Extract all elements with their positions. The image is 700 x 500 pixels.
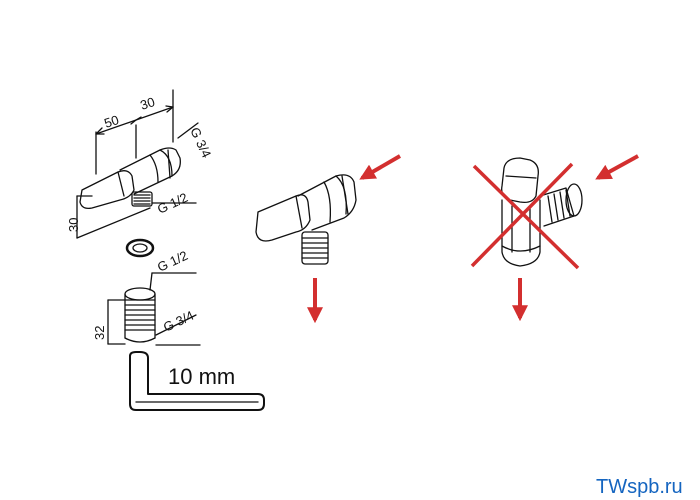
incorrect-installation-drawing <box>501 157 583 267</box>
dim-50: 50 <box>102 112 120 131</box>
dim-32: 32 <box>92 326 107 340</box>
incorrect-flow-arrows <box>512 154 639 322</box>
inlet-arrow <box>359 154 402 180</box>
inlet-arrow-wrong <box>595 154 639 180</box>
correct-installation-drawing <box>255 174 357 265</box>
dim-g12-mid: G 1/2 <box>155 248 190 275</box>
correct-flow-arrows <box>307 154 402 324</box>
dim-30-side: 30 <box>66 218 81 232</box>
wrong-cross-mark <box>470 162 580 270</box>
dim-g12-top: G 1/2 <box>155 190 190 217</box>
dim-g34-top: G 3/4 <box>187 125 214 160</box>
dim-g34-bottom: G 3/4 <box>161 308 196 335</box>
watermark: TWspb.ru <box>596 476 683 498</box>
dim-30-top: 30 <box>138 94 156 113</box>
hex-key-label: 10 mm <box>168 364 235 389</box>
cross-line-2 <box>470 162 574 268</box>
dimensioned-valve-drawing <box>76 89 265 411</box>
cross-line-1 <box>472 164 580 270</box>
dimension-labels: 50 30 G 3/4 30 G 1/2 G 1/2 G 3/4 32 10 m… <box>66 94 235 389</box>
